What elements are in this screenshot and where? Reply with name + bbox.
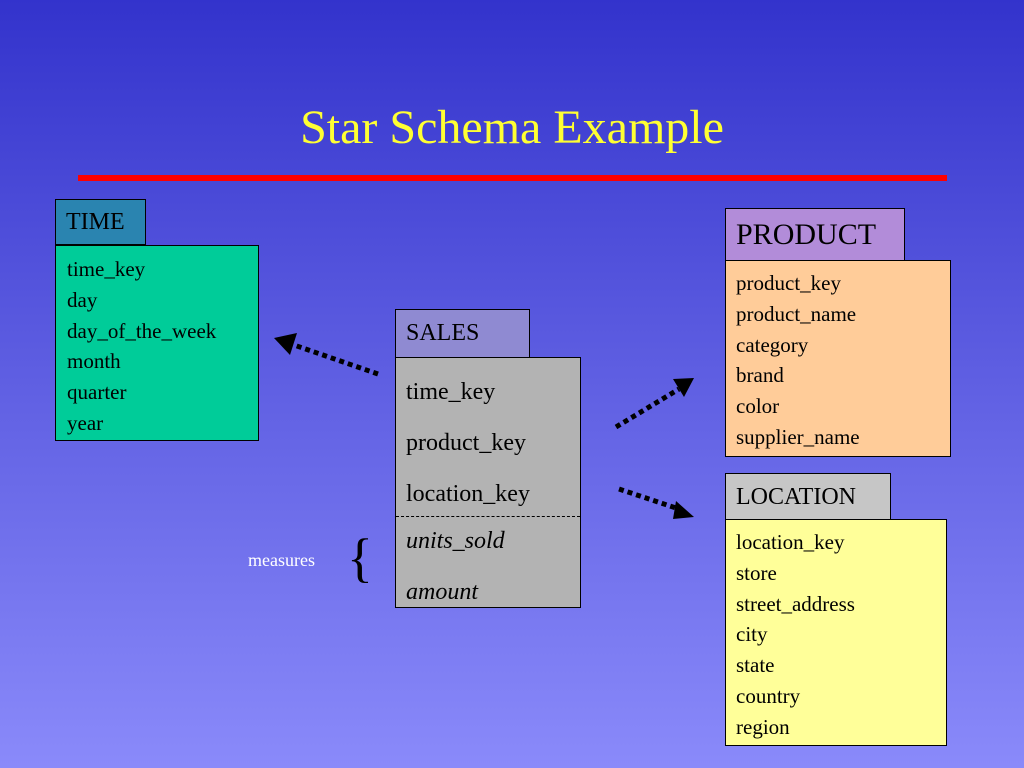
sales-key-fields: time_key product_key location_key [396, 358, 580, 515]
time-field: quarter [67, 380, 127, 405]
slide-title: Star Schema Example [300, 101, 724, 154]
product-field: color [736, 394, 780, 419]
arrow-sales-to-product [614, 386, 681, 430]
location-field: city [736, 622, 768, 647]
location-field: street_address [736, 591, 855, 616]
arrow-sales-to-time [293, 342, 379, 377]
location-field: location_key [736, 530, 845, 554]
sales-measures-divider [396, 516, 580, 517]
product-table-fields: product_key product_name category brand … [725, 260, 951, 457]
product-field: category [736, 332, 809, 357]
measures-brace: { [347, 528, 373, 588]
title-underline [78, 175, 947, 181]
sales-key-field: product_key [406, 430, 526, 456]
location-field: store [736, 560, 777, 585]
location-field: state [736, 653, 775, 678]
location-table-fields: location_key store street_address city s… [725, 519, 947, 746]
location-field: country [736, 683, 801, 708]
sales-table-fields: time_key product_key location_key units_… [395, 357, 581, 608]
arrowhead-time [274, 333, 297, 355]
time-field: day_of_the_week [67, 318, 217, 343]
sales-measure-field: amount [406, 579, 478, 605]
product-table-header: PRODUCT [725, 208, 905, 261]
measures-label: measures [248, 550, 315, 570]
arrowhead-location [673, 501, 694, 519]
arrowhead-product [673, 378, 694, 397]
time-field: time_key [67, 257, 146, 281]
product-field: supplier_name [736, 424, 860, 449]
sales-table-header: SALES [395, 309, 530, 358]
time-field: month [67, 349, 121, 374]
time-table-header: TIME [55, 199, 146, 245]
location-field: region [736, 714, 790, 739]
sales-key-field: location_key [406, 481, 530, 507]
product-field: brand [736, 363, 784, 388]
product-field: product_name [736, 301, 857, 326]
time-table-fields: time_key day day_of_the_week month quart… [55, 245, 259, 441]
sales-key-field: time_key [406, 379, 496, 405]
product-field: product_key [736, 271, 841, 295]
time-field: day [67, 287, 98, 312]
time-field: year [67, 410, 104, 435]
sales-measure-fields: units_sold amount [406, 516, 505, 618]
sales-measure-field: units_sold [406, 528, 505, 554]
arrow-sales-to-location [618, 486, 680, 512]
